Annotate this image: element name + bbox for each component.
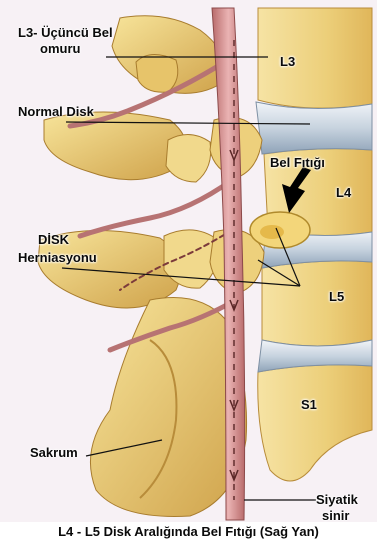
label-normal-disc: Normal Disk — [18, 104, 94, 119]
label-l3-vertebra-line2: omuru — [40, 41, 80, 56]
label-sciatic-line2: sinir — [322, 508, 349, 523]
label-l3-vertebra-line1: L3- Üçüncü Bel — [18, 25, 113, 40]
figure-caption: L4 - L5 Disk Aralığında Bel Fıtığı (Sağ … — [0, 522, 377, 541]
vertebra-l3-body — [258, 8, 372, 108]
label-sakrum: Sakrum — [30, 445, 78, 460]
label-bel-fitigi: Bel Fıtığı — [270, 155, 325, 170]
label-disk-herniation-line2: Herniasyonu — [18, 250, 97, 265]
label-s1: S1 — [301, 397, 317, 412]
label-l5: L5 — [329, 289, 344, 304]
herniation — [250, 212, 310, 248]
label-l3: L3 — [280, 54, 295, 69]
label-sciatic-line1: Siyatik — [316, 492, 358, 507]
vertebra-l5-body — [262, 261, 372, 346]
disc-l3-l4 — [256, 102, 372, 154]
label-disk-herniation-line1: DİSK — [38, 232, 69, 247]
herniated-disc-core — [260, 225, 284, 239]
label-l4: L4 — [336, 185, 351, 200]
